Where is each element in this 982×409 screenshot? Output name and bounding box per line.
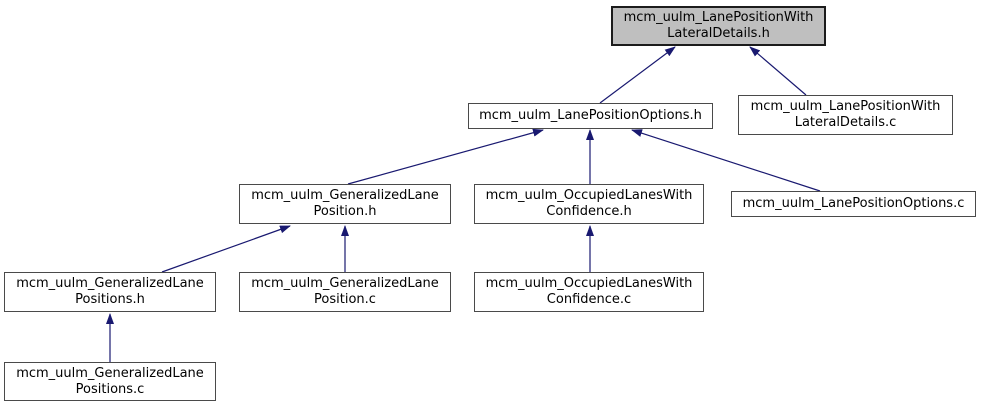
include-edge-generalizedlane-position-h-to-lanepositionoptions-h <box>347 128 544 185</box>
graph-node-generalizedlane-position-h[interactable]: mcm_uulm_GeneralizedLane Position.h <box>239 184 451 224</box>
graph-node-laneposition-with-lateraldetails-c[interactable]: mcm_uulm_LanePositionWith LateralDetails… <box>738 95 953 135</box>
graph-node-laneposition-with-lateraldetails-h: mcm_uulm_LanePositionWith LateralDetails… <box>611 6 826 46</box>
include-edge-lanepositionoptions-h-to-laneposition-with-lateraldetails-h <box>599 46 676 104</box>
graph-node-generalizedlane-positions-c[interactable]: mcm_uulm_GeneralizedLane Positions.c <box>4 362 216 401</box>
include-edge-generalizedlane-positions-h-to-generalizedlane-position-h <box>161 225 291 273</box>
graph-node-generalizedlane-positions-h[interactable]: mcm_uulm_GeneralizedLane Positions.h <box>4 272 216 312</box>
graph-node-occupiedlanes-with-confidence-c[interactable]: mcm_uulm_OccupiedLanesWith Confidence.c <box>474 272 704 312</box>
graph-node-occupiedlanes-with-confidence-h[interactable]: mcm_uulm_OccupiedLanesWith Confidence.h <box>474 184 704 224</box>
include-edge-lanepositionoptions-c-to-lanepositionoptions-h <box>631 129 821 192</box>
graph-node-lanepositionoptions-h[interactable]: mcm_uulm_LanePositionOptions.h <box>468 103 713 129</box>
graph-node-generalizedlane-position-c[interactable]: mcm_uulm_GeneralizedLane Position.c <box>239 272 451 312</box>
include-edge-laneposition-with-lateraldetails-c-to-laneposition-with-lateraldetails-h <box>749 46 807 96</box>
graph-node-lanepositionoptions-c[interactable]: mcm_uulm_LanePositionOptions.c <box>731 191 976 217</box>
